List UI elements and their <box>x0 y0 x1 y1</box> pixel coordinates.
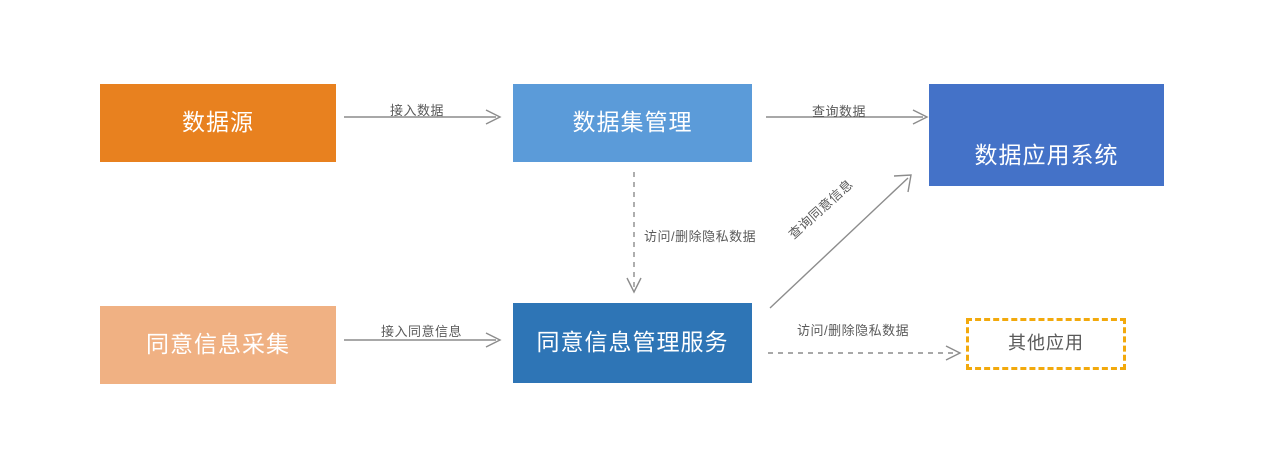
edge-label-ingest-consent: 接入同意信息 <box>381 324 463 339</box>
node-consent-collection[interactable]: 同意信息采集 <box>100 306 336 384</box>
node-other-applications-label: 其他应用 <box>1008 333 1084 354</box>
node-other-applications[interactable]: 其他应用 <box>966 318 1126 370</box>
edge-label-ingest-data: 接入数据 <box>390 103 445 118</box>
node-data-application-system-label: 数据应用系统 <box>974 142 1119 169</box>
edge-label-query-data: 查询数据 <box>812 104 867 119</box>
node-datasource[interactable]: 数据源 <box>100 84 336 162</box>
node-consent-management-service-label: 同意信息管理服务 <box>536 329 729 356</box>
node-dataset-management[interactable]: 数据集管理 <box>513 84 752 162</box>
edge-access-delete-privacy-horizontal-arrow <box>768 344 968 362</box>
edge-ingest-data-arrow <box>344 108 504 126</box>
node-data-application-system[interactable]: 数据应用系统 <box>929 84 1164 186</box>
edge-ingest-consent-arrow <box>344 331 504 349</box>
edge-label-access-delete-privacy-vertical: 访问/删除隐私数据 <box>644 229 757 244</box>
node-dataset-management-label: 数据集管理 <box>572 109 693 136</box>
node-datasource-label: 数据源 <box>182 109 254 136</box>
edge-query-consent-arrow <box>766 172 916 312</box>
node-consent-management-service[interactable]: 同意信息管理服务 <box>513 303 752 383</box>
edge-access-delete-privacy-vertical-arrow <box>625 172 643 296</box>
edge-query-data-arrow <box>766 108 931 126</box>
edge-label-access-delete-privacy-horizontal: 访问/删除隐私数据 <box>797 323 910 338</box>
node-consent-collection-label: 同意信息采集 <box>146 331 290 358</box>
